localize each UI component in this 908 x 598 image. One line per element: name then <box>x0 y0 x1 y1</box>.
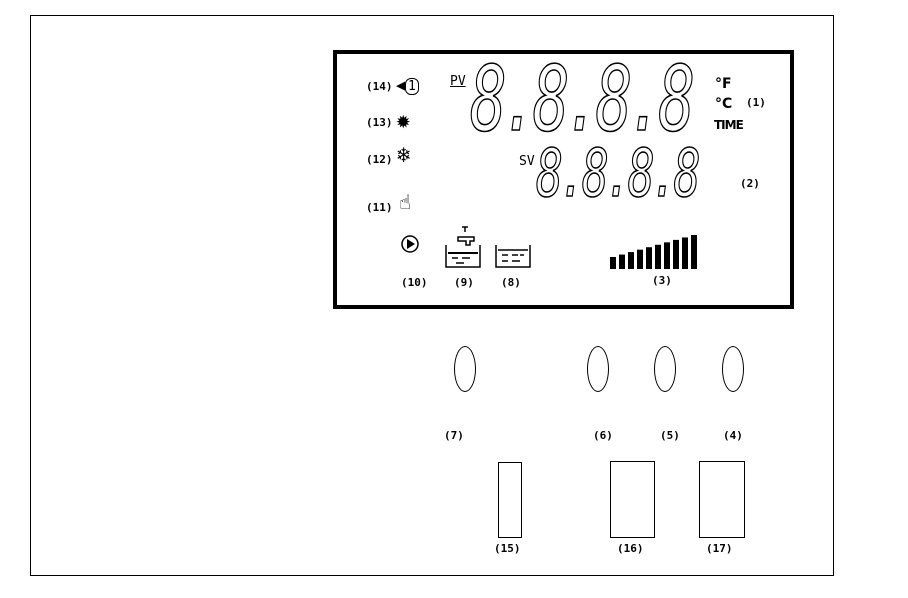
callout-11: (11) <box>366 201 393 214</box>
button-4[interactable] <box>722 346 744 392</box>
signal-bar <box>664 242 670 269</box>
manual-hand-icon: ☝ <box>399 190 412 214</box>
callout-8: (8) <box>501 276 521 289</box>
panel-frame <box>30 15 834 576</box>
button-5[interactable] <box>654 346 676 392</box>
pv-digits: 8.8.8.8 <box>469 47 695 152</box>
button-6[interactable] <box>587 346 609 392</box>
water-fill-tap-icon <box>445 226 481 268</box>
signal-bar <box>619 254 625 269</box>
switch-15[interactable] <box>498 462 522 538</box>
button-7[interactable] <box>454 346 476 392</box>
callout-6: (6) <box>593 429 613 442</box>
callout-5: (5) <box>660 429 680 442</box>
callout-13: (13) <box>366 116 393 129</box>
signal-bar <box>637 249 643 269</box>
callout-12: (12) <box>366 153 393 166</box>
signal-bar <box>646 247 652 269</box>
callout-9: (9) <box>454 276 474 289</box>
signal-bar <box>673 239 679 269</box>
switch-17[interactable] <box>699 461 745 538</box>
callout-1: (1) <box>746 96 766 109</box>
unit-celsius: °C <box>715 96 733 112</box>
run-play-icon <box>401 235 419 253</box>
signal-bar <box>691 235 697 269</box>
signal-bars <box>610 235 697 269</box>
lcd-display <box>333 50 794 309</box>
callout-7: (7) <box>444 429 464 442</box>
cooling-snowflake-icon: ❄ <box>397 143 411 168</box>
callout-16: (16) <box>617 542 644 555</box>
signal-bar <box>628 252 634 269</box>
signal-bar <box>655 244 661 269</box>
signal-bar <box>682 237 688 269</box>
signal-bar <box>610 257 616 269</box>
alarm-speaker-icon: ◀1 <box>396 76 419 95</box>
sv-label: SV <box>519 154 535 169</box>
callout-4: (4) <box>723 429 743 442</box>
sv-digits: 8.8.8.8 <box>535 135 701 212</box>
callout-10: (10) <box>401 276 428 289</box>
switch-16[interactable] <box>610 461 655 538</box>
callout-2: (2) <box>740 177 760 190</box>
callout-17: (17) <box>706 542 733 555</box>
callout-3: (3) <box>652 274 672 287</box>
heating-sun-icon: ✹ <box>396 106 411 134</box>
callout-15: (15) <box>494 542 521 555</box>
pv-label: PV <box>450 74 466 89</box>
tank-icon <box>495 245 531 268</box>
unit-fahrenheit: °F <box>715 76 732 92</box>
callout-14: (14) <box>366 80 393 93</box>
unit-time: TIME <box>714 118 744 132</box>
